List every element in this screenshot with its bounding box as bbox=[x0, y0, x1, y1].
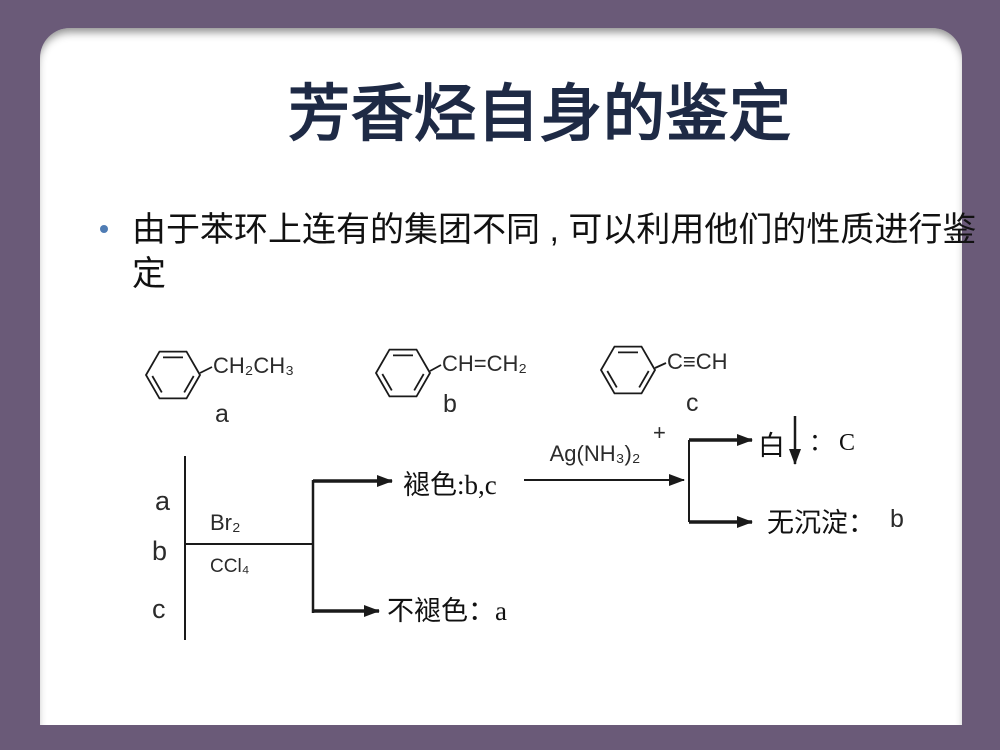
reaction-flow-diagram: CH₂CH₃ a CH=CH₂ b C≡CH c a b bbox=[145, 345, 904, 640]
reagent-silver-ammonia: Ag(NH₃)₂ bbox=[550, 441, 641, 466]
bond-line bbox=[654, 362, 667, 369]
no-precipitate-result: b bbox=[890, 505, 904, 533]
mixture-label-b: b bbox=[152, 536, 167, 566]
benzene-ring-icon bbox=[600, 345, 656, 395]
compound-b: CH=CH₂ b bbox=[375, 348, 527, 418]
mixture-column: a b c bbox=[152, 456, 186, 640]
bond-line bbox=[429, 364, 442, 372]
mixture-label-c: c bbox=[152, 594, 166, 624]
compound-a-label: a bbox=[215, 400, 229, 428]
compound-c-label: c bbox=[686, 389, 699, 417]
bullet-dot bbox=[100, 225, 108, 233]
bond-line bbox=[199, 366, 213, 374]
white-precipitate-result: ： C bbox=[809, 430, 855, 456]
reagent-charge-plus: + bbox=[653, 420, 666, 445]
compound-b-formula: CH=CH₂ bbox=[442, 351, 527, 376]
benzene-ring-icon bbox=[375, 348, 431, 398]
step1-bromine-test: Br₂ CCl₄ bbox=[185, 510, 313, 577]
compound-c-formula: C≡CH bbox=[667, 349, 728, 374]
slide-title: 芳香烃自身的鉴定 bbox=[287, 80, 792, 149]
slide-panel: 芳香烃自身的鉴定 由于苯环上连有的集团不同 , 可以利用他们的性质进行鉴定 bbox=[40, 28, 976, 725]
compound-a-formula: CH₂CH₃ bbox=[213, 353, 294, 378]
compound-c: C≡CH c bbox=[600, 345, 728, 417]
mixture-label-a: a bbox=[155, 486, 171, 516]
step2-silver-test: Ag(NH₃)₂ + bbox=[524, 420, 685, 486]
white-precipitate-text: 白 bbox=[758, 431, 785, 461]
compound-b-label: b bbox=[443, 390, 457, 418]
no-precipitate-text: 无沉淀： bbox=[767, 508, 875, 538]
branch2: 白 ： C 无沉淀： b bbox=[688, 416, 904, 538]
branch1-positive-text: 褪色:b,c bbox=[403, 470, 497, 500]
solvent-ccl4: CCl₄ bbox=[210, 556, 250, 577]
branch1: 褪色:b,c 不褪色：a bbox=[311, 470, 507, 626]
benzene-ring-icon bbox=[145, 350, 201, 400]
bullet-text: 由于苯环上连有的集团不同 , 可以利用他们的性质进行鉴定 bbox=[132, 211, 977, 293]
compound-a: CH₂CH₃ a bbox=[145, 350, 294, 428]
reagent-br2: Br₂ bbox=[210, 510, 241, 535]
branch1-negative-text: 不褪色：a bbox=[387, 596, 507, 626]
